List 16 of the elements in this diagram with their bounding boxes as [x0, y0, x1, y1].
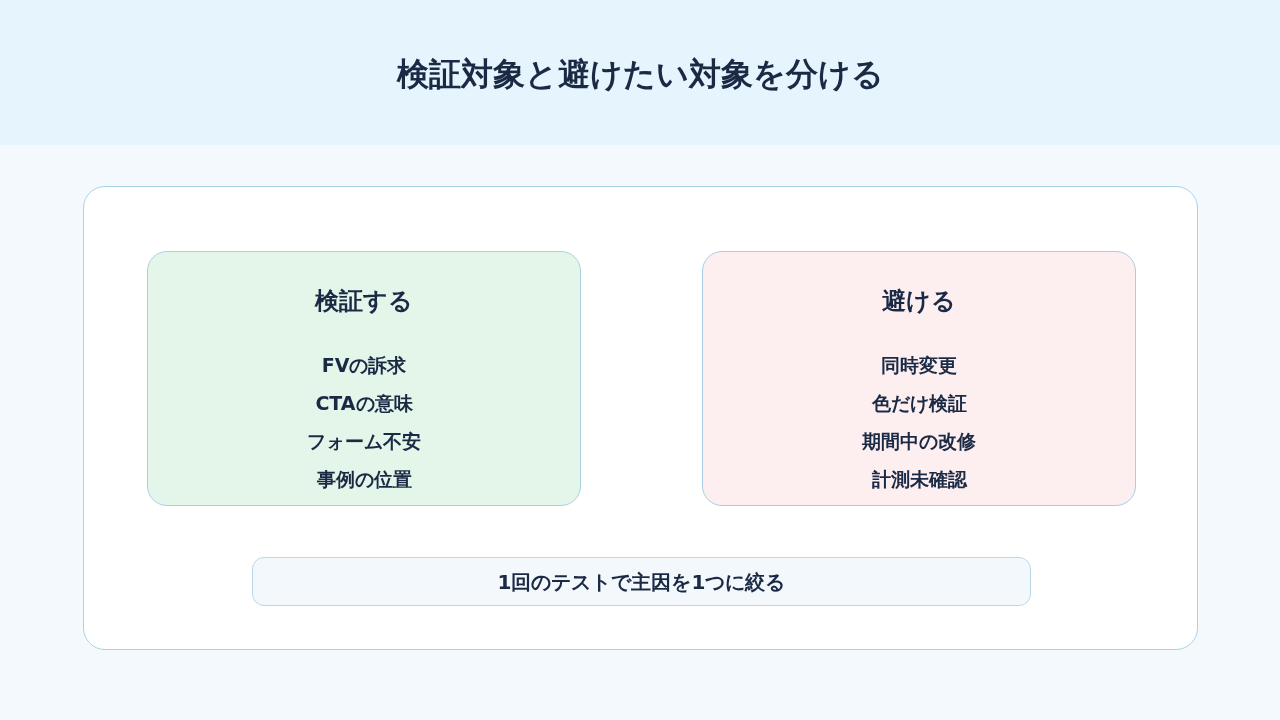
list-item: FVの訴求: [321, 353, 407, 378]
card-heading: 検証する: [315, 286, 413, 317]
summary-text: 1回のテストで主因を1つに絞る: [497, 569, 786, 596]
list-item: 同時変更: [881, 353, 957, 378]
list-item: 色だけ検証: [871, 391, 967, 416]
list-item: 期間中の改修: [862, 429, 976, 454]
list-item: 事例の位置: [316, 467, 412, 492]
summary-bar: [252, 557, 1031, 606]
list-item: 計測未確認: [871, 467, 967, 492]
list-item: フォーム不安: [307, 429, 421, 454]
content-panel: [83, 186, 1198, 650]
list-item: CTAの意味: [315, 391, 413, 416]
category-card: [147, 251, 581, 506]
title: 検証対象と避けたい対象を分ける: [396, 54, 884, 95]
card-heading: 避ける: [882, 286, 956, 317]
category-card: [702, 251, 1136, 506]
